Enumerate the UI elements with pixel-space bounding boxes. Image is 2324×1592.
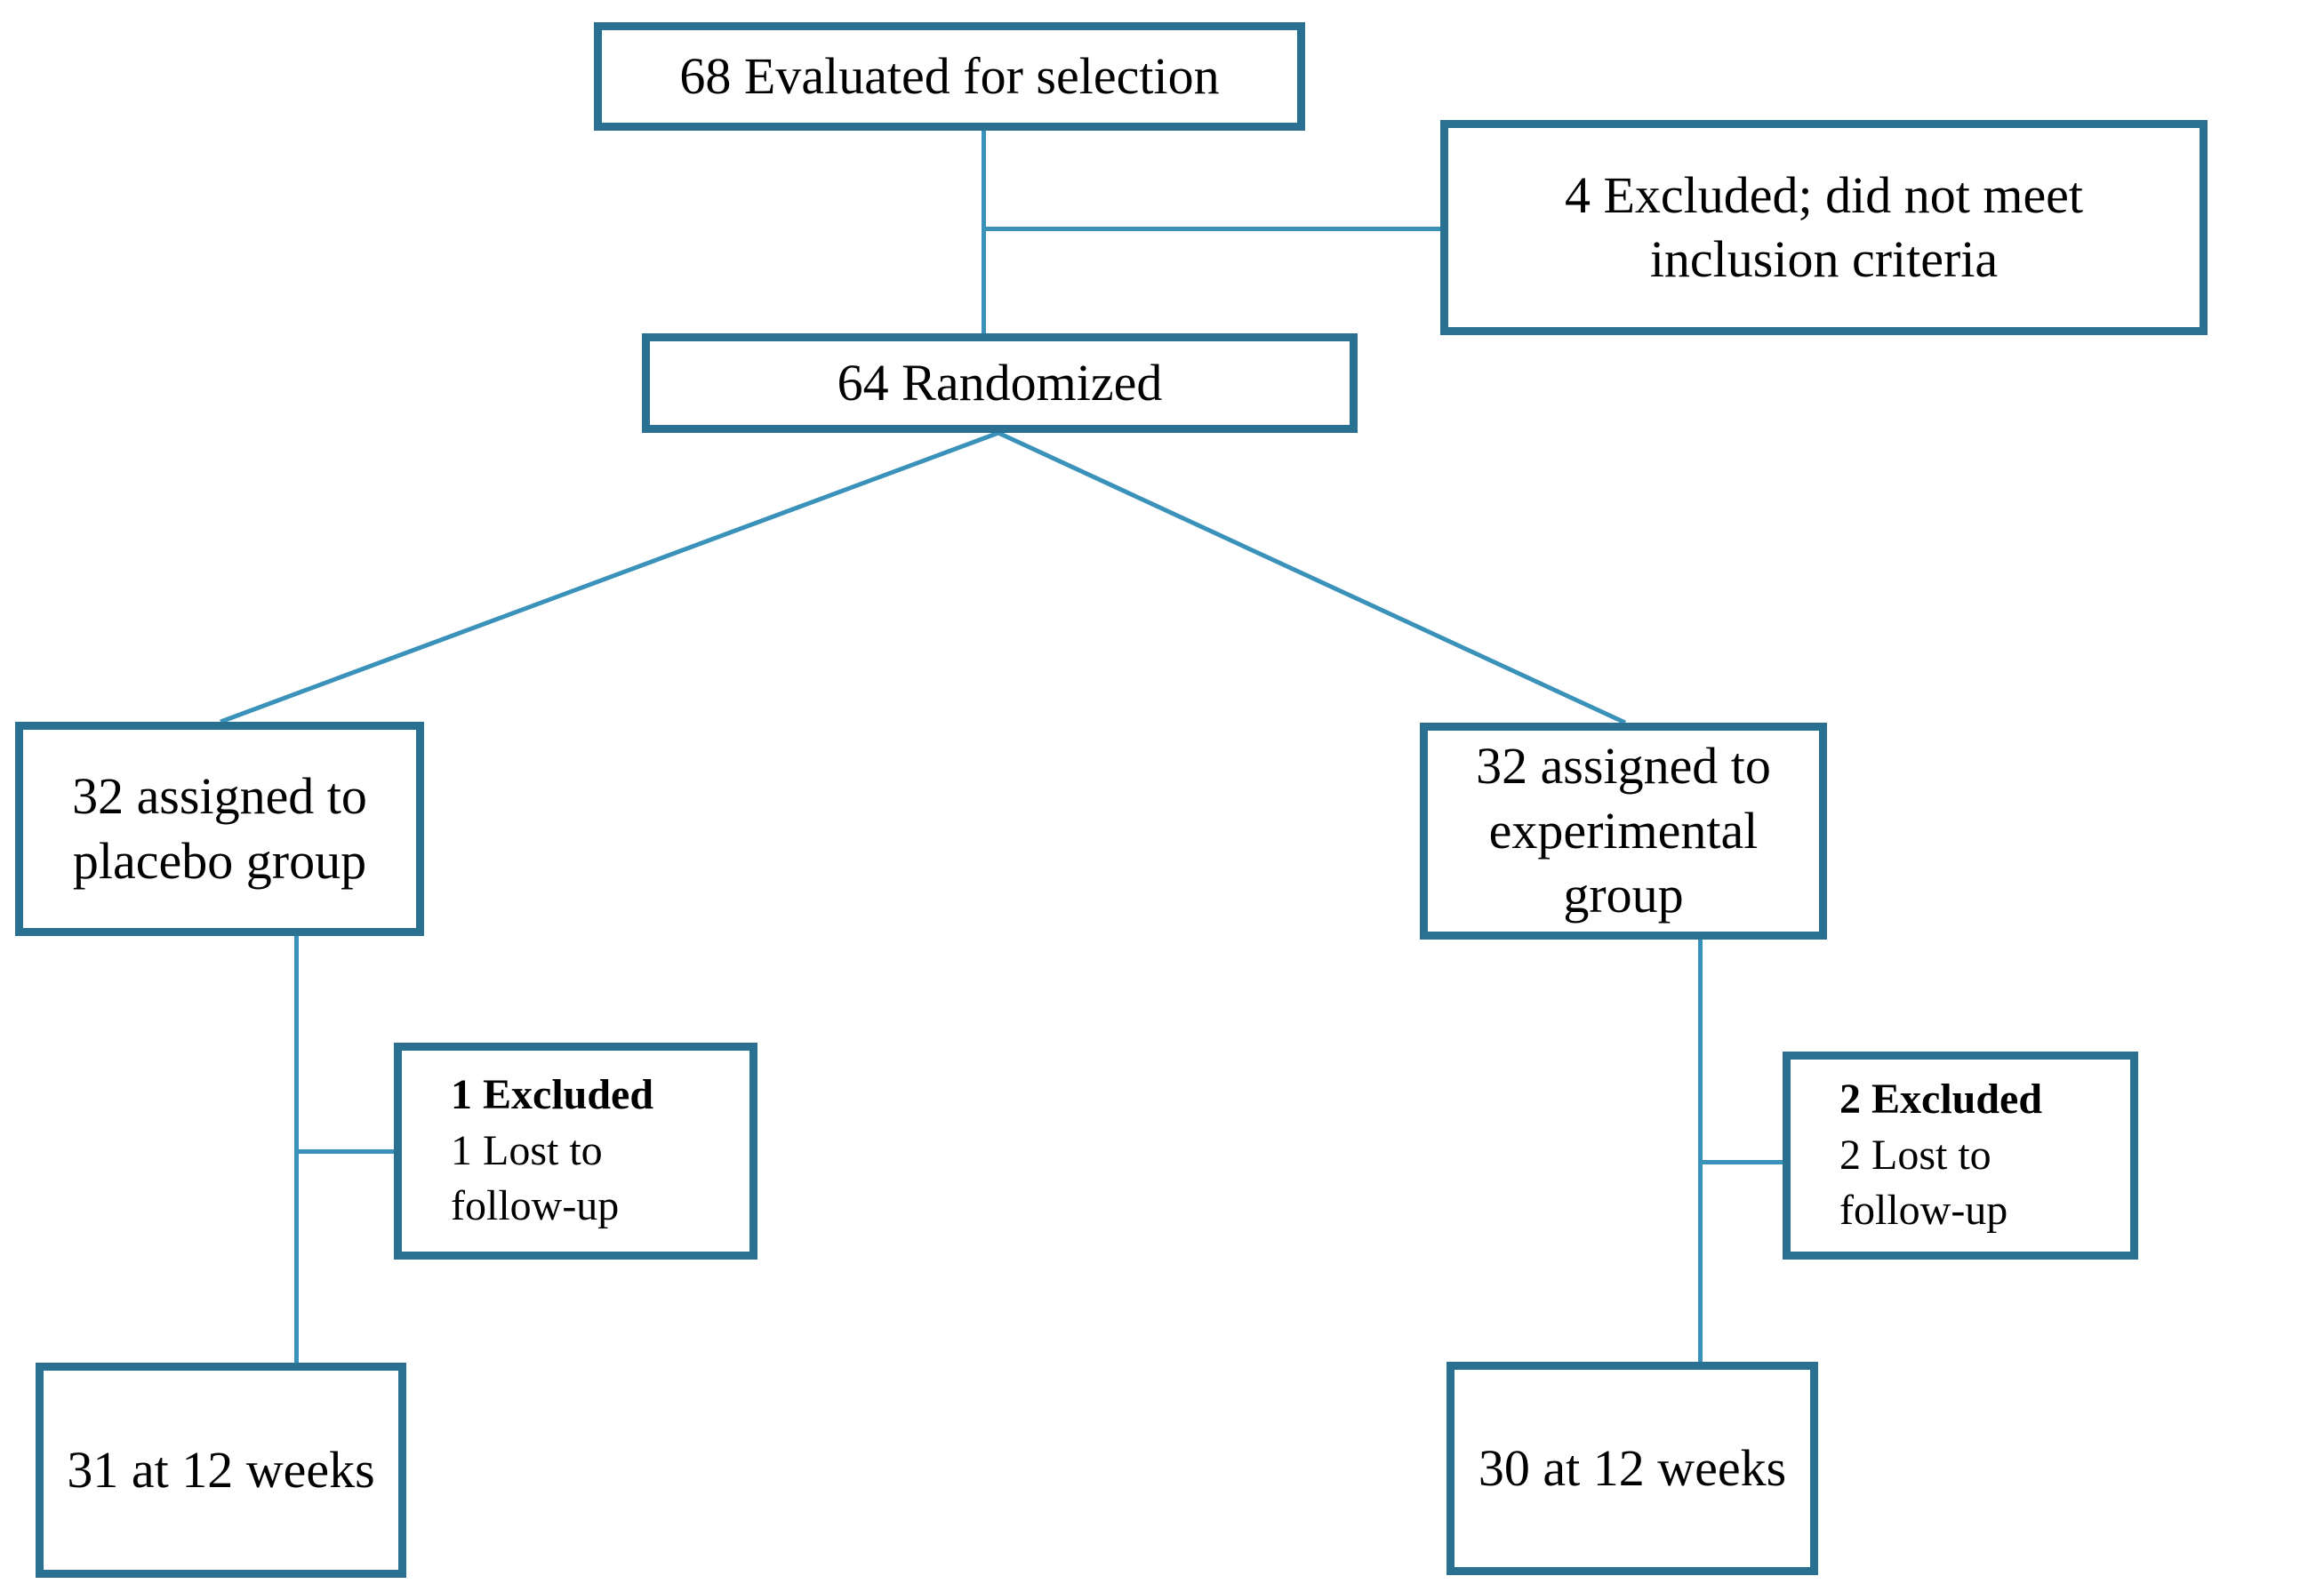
- randomized-label: 64 Randomized: [837, 353, 1163, 412]
- connector-to-excluded-initial: [983, 227, 1440, 231]
- box-experimental-group: 32 assigned to experimental group: [1420, 723, 1827, 940]
- connector-to-experimental-excluded: [1700, 1160, 1783, 1164]
- connector-to-placebo-excluded: [296, 1149, 394, 1154]
- excluded-initial-line2: inclusion criteria: [1649, 230, 1999, 288]
- box-placebo-excluded: 1 Excluded 1 Lost to follow-up: [394, 1043, 757, 1260]
- placebo-assigned-line2: placebo group: [72, 831, 367, 890]
- experimental-excluded-line1: 2 Excluded: [1839, 1076, 2043, 1124]
- connector-randomized-to-placebo: [220, 430, 999, 724]
- box-randomized: 64 Randomized: [642, 333, 1358, 433]
- box-placebo-group: 32 assigned to placebo group: [15, 722, 424, 936]
- box-experimental-12-weeks: 30 at 12 weeks: [1446, 1362, 1818, 1575]
- connector-experimental-to-week12: [1698, 940, 1703, 1362]
- placebo-excluded-line2: 1 Lost to follow-up: [451, 1126, 620, 1230]
- excluded-initial-line1: 4 Excluded; did not meet: [1564, 165, 2084, 224]
- experimental-assigned-line2: experimental group: [1488, 801, 1759, 924]
- placebo-week12-label: 31 at 12 weeks: [67, 1440, 375, 1499]
- box-excluded-inclusion-criteria: 4 Excluded; did not meet inclusion crite…: [1440, 120, 2208, 335]
- connector-evaluated-to-randomized: [982, 131, 986, 333]
- placebo-assigned-line1: 32 assigned to: [72, 767, 367, 825]
- experimental-week12-label: 30 at 12 weeks: [1478, 1438, 1787, 1497]
- placebo-excluded-line1: 1 Excluded: [451, 1071, 654, 1119]
- box-experimental-excluded: 2 Excluded 2 Lost to follow-up: [1783, 1052, 2138, 1260]
- evaluated-label: 68 Evaluated for selection: [679, 46, 1220, 105]
- box-placebo-12-weeks: 31 at 12 weeks: [36, 1363, 406, 1578]
- connector-randomized-to-experimental: [997, 430, 1627, 725]
- box-evaluated-for-selection: 68 Evaluated for selection: [594, 22, 1305, 131]
- experimental-excluded-line2: 2 Lost to follow-up: [1839, 1131, 2008, 1235]
- experimental-assigned-line1: 32 assigned to: [1476, 737, 1771, 796]
